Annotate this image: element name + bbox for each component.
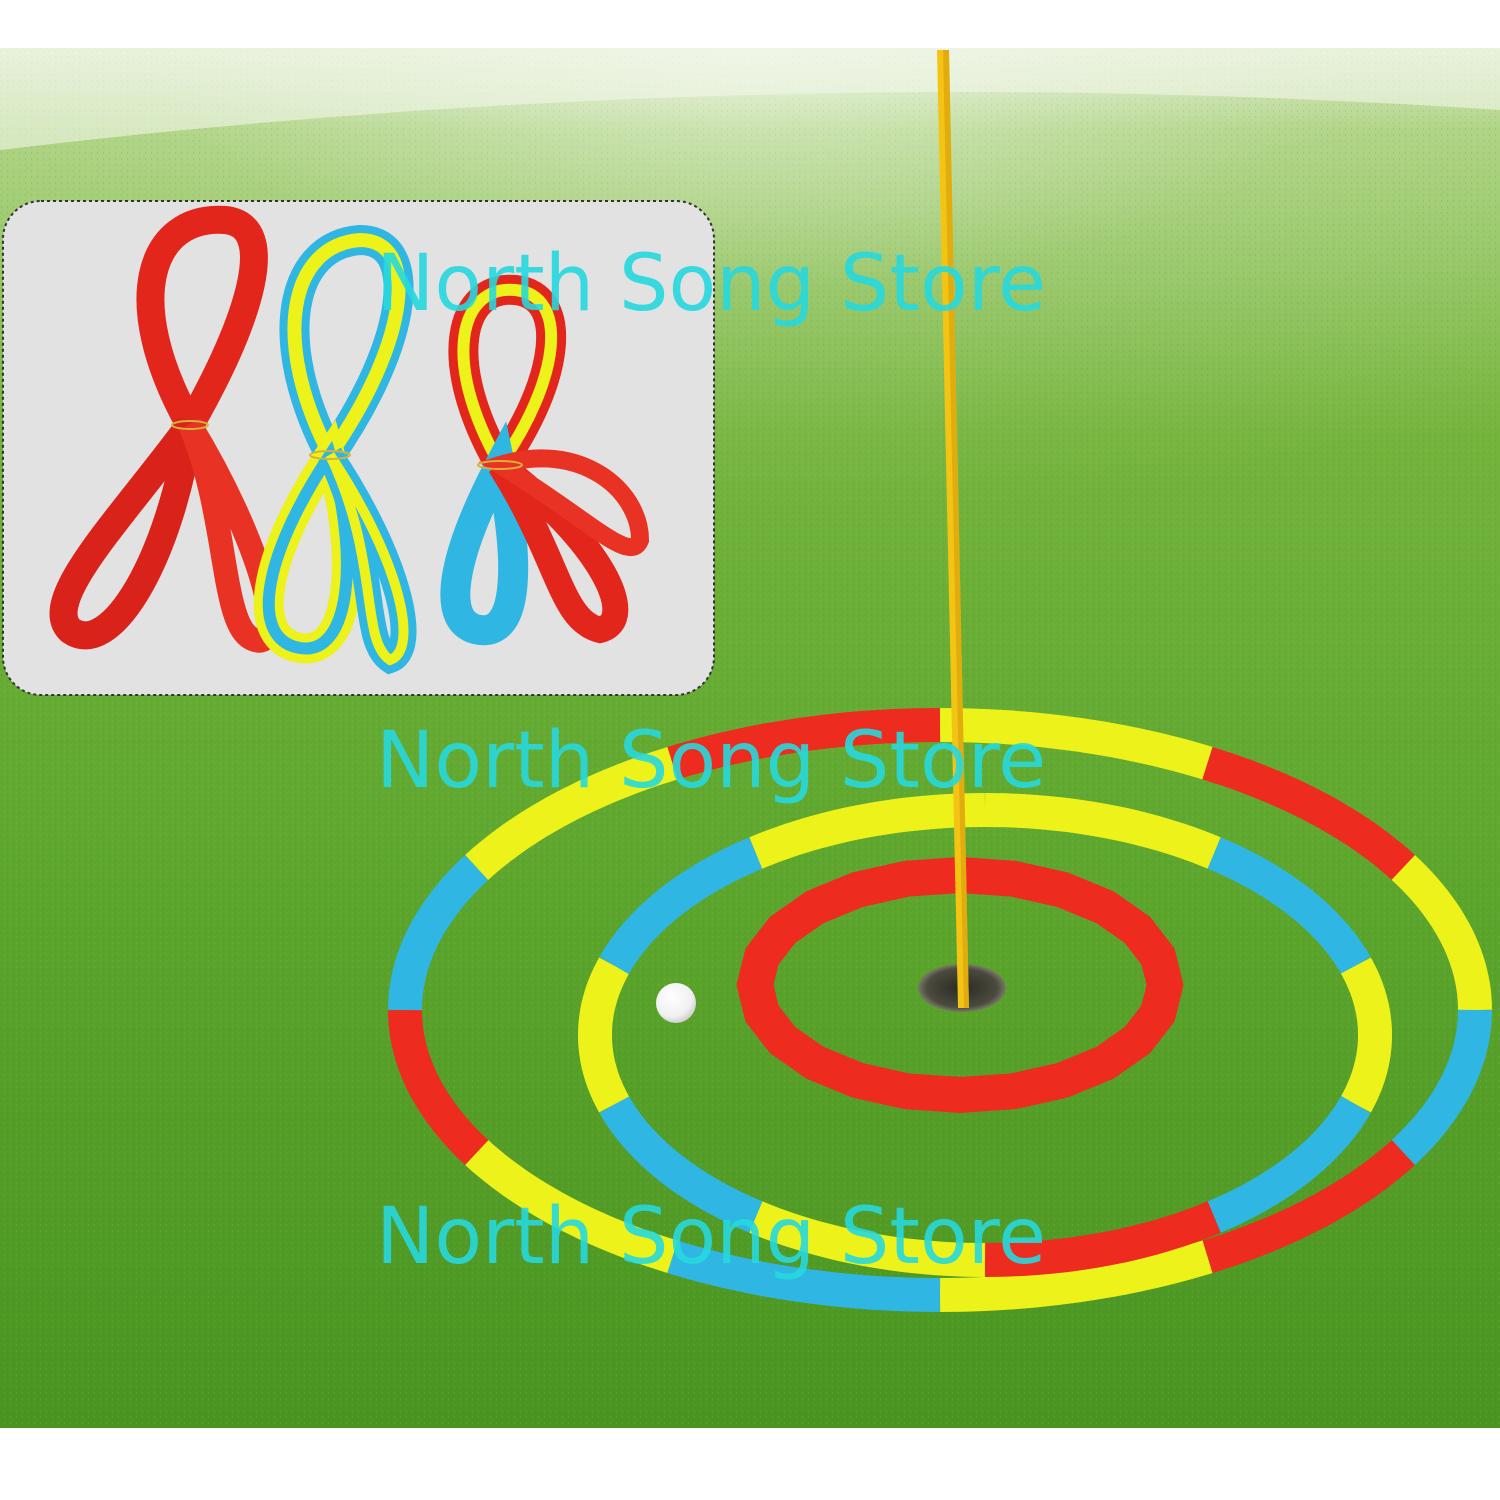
- outer-ring-segment: [1202, 1139, 1415, 1273]
- store-watermark: North Song Store: [376, 716, 1047, 806]
- yellow-blue-band-bundle: [253, 224, 417, 675]
- middle-ring-segment: [1207, 1095, 1371, 1233]
- outer-ring-segment: [388, 855, 489, 1011]
- middle-ring-segment: [749, 793, 986, 869]
- store-watermark: North Song Store: [376, 239, 1047, 329]
- outer-ring-segment: [465, 1139, 678, 1273]
- inner-ring: [736, 857, 1184, 1114]
- middle-ring-segment: [1340, 957, 1393, 1113]
- outer-ring-segment: [1391, 855, 1492, 1011]
- middle-ring-segment: [984, 793, 1221, 869]
- outer-ring-segment: [388, 1009, 489, 1165]
- inner-ring-segment: [736, 857, 1184, 1114]
- red-band-bundle: [49, 205, 282, 653]
- middle-ring-segment: [599, 837, 763, 975]
- inset-product-photo: [2, 200, 715, 696]
- store-watermark: North Song Store: [376, 1192, 1047, 1282]
- outer-ring-segment: [1391, 1009, 1492, 1165]
- golf-ball: [656, 983, 696, 1023]
- middle-ring-segment: [1207, 837, 1371, 975]
- outer-ring-segment: [667, 1240, 941, 1312]
- middle-ring-segment: [599, 1095, 763, 1233]
- middle-ring-segment: [577, 957, 630, 1113]
- mixed-band-bundle: [440, 274, 650, 646]
- middle-ring-segment: [749, 1201, 986, 1277]
- outer-ring-segment: [1202, 747, 1415, 881]
- middle-ring: [577, 793, 1393, 1277]
- outer-ring-segment: [465, 747, 678, 881]
- outer-ring-segment: [939, 1240, 1213, 1312]
- outer-ring-segment: [667, 708, 941, 780]
- target-rings: [388, 708, 1492, 1312]
- outer-ring: [388, 708, 1492, 1312]
- outer-ring-segment: [939, 708, 1213, 780]
- middle-ring-segment: [984, 1201, 1221, 1277]
